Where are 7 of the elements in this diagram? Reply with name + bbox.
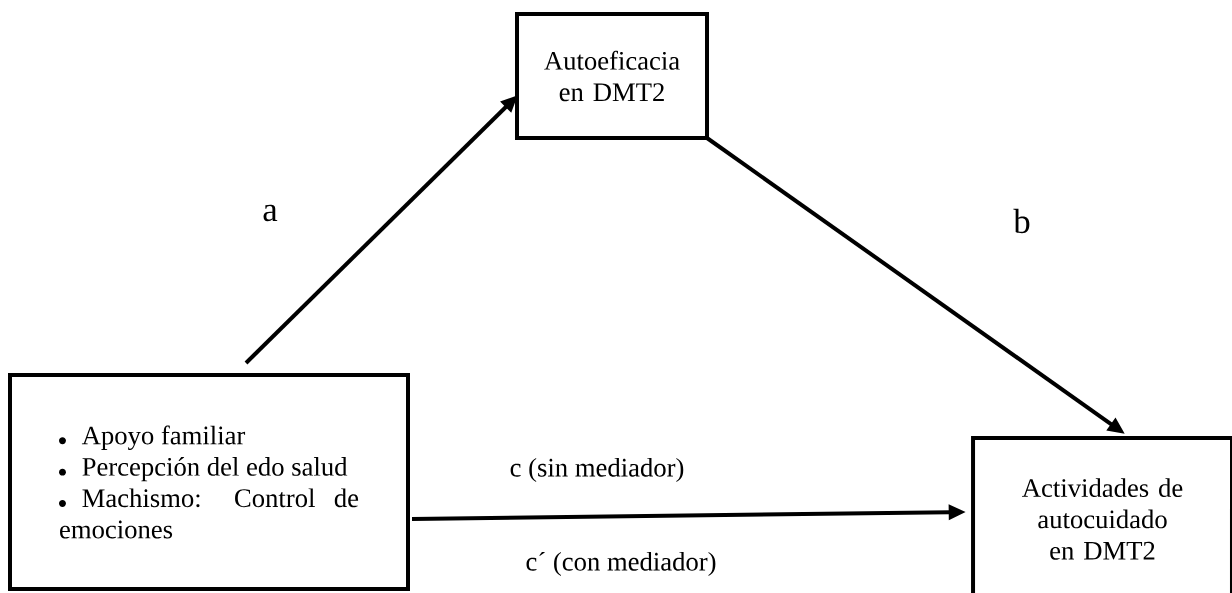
annotation-text: c´ (con mediador) (524, 550, 718, 578)
process-box: Apoyo familiar Percepción del edo salud Machismo: Control de emociones (8, 373, 410, 591)
edge-label: c (sin mediador) (508, 456, 686, 484)
edge-label: a (260, 203, 280, 223)
edge-label: b (1012, 207, 1032, 235)
process-box: Autoeficacia en DMT2 (515, 12, 709, 140)
process-box: Actividades de autocuidado en DMT2 (971, 436, 1232, 593)
